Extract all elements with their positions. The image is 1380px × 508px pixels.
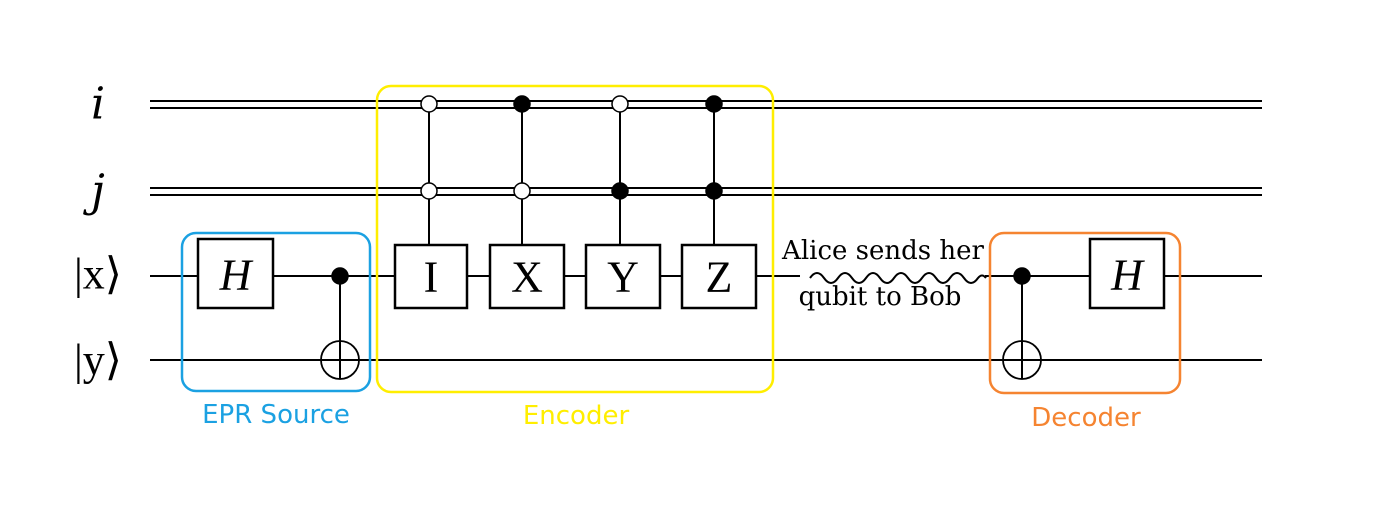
cnot-control-dot [331,267,349,285]
control-open-j-row [513,182,531,200]
svg-text:H: H [219,251,254,300]
cnot-control-dot [1013,267,1031,285]
wire-label-i: i [91,79,105,130]
wire-label-x: |x⟩ [74,250,122,299]
decoder-label: Decoder [1031,403,1141,433]
svg-text:I: I [424,253,439,302]
wire-label-j: j [82,166,105,217]
encoder-gate-z: Z [680,95,758,310]
wire-label-y: |y⟩ [74,336,122,385]
epr-source-label: EPR Source [202,400,350,430]
encoder-gate-x: X [488,95,566,310]
channel-note-line1: Alice sends her [781,236,984,266]
control-open-j-row [420,182,438,200]
encoder-label: Encoder [523,401,630,431]
control-filled-j-row [705,182,723,200]
epr-cnot-gate [320,267,360,380]
encoder-box [375,84,775,394]
control-filled-i-row [705,95,723,113]
encoder-gate-y: Y [584,95,662,310]
channel-note-line2: qubit to Bob [799,282,962,312]
control-open-i-row [420,95,438,113]
svg-text:X: X [511,253,543,302]
decoder-box [988,231,1182,395]
epr-source-box [180,231,372,393]
decoder-hadamard-gate: H [1088,237,1166,310]
control-filled-j-row [611,182,629,200]
decoder-cnot-gate [1002,267,1042,380]
epr-hadamard-gate: H [196,237,275,310]
squiggle-transmission-icon [809,272,987,284]
svg-text:Z: Z [706,253,733,302]
encoder-gate-i: I [393,95,469,310]
control-filled-i-row [513,95,531,113]
svg-text:Y: Y [607,253,639,302]
control-open-i-row [611,95,629,113]
svg-text:H: H [1110,251,1145,300]
